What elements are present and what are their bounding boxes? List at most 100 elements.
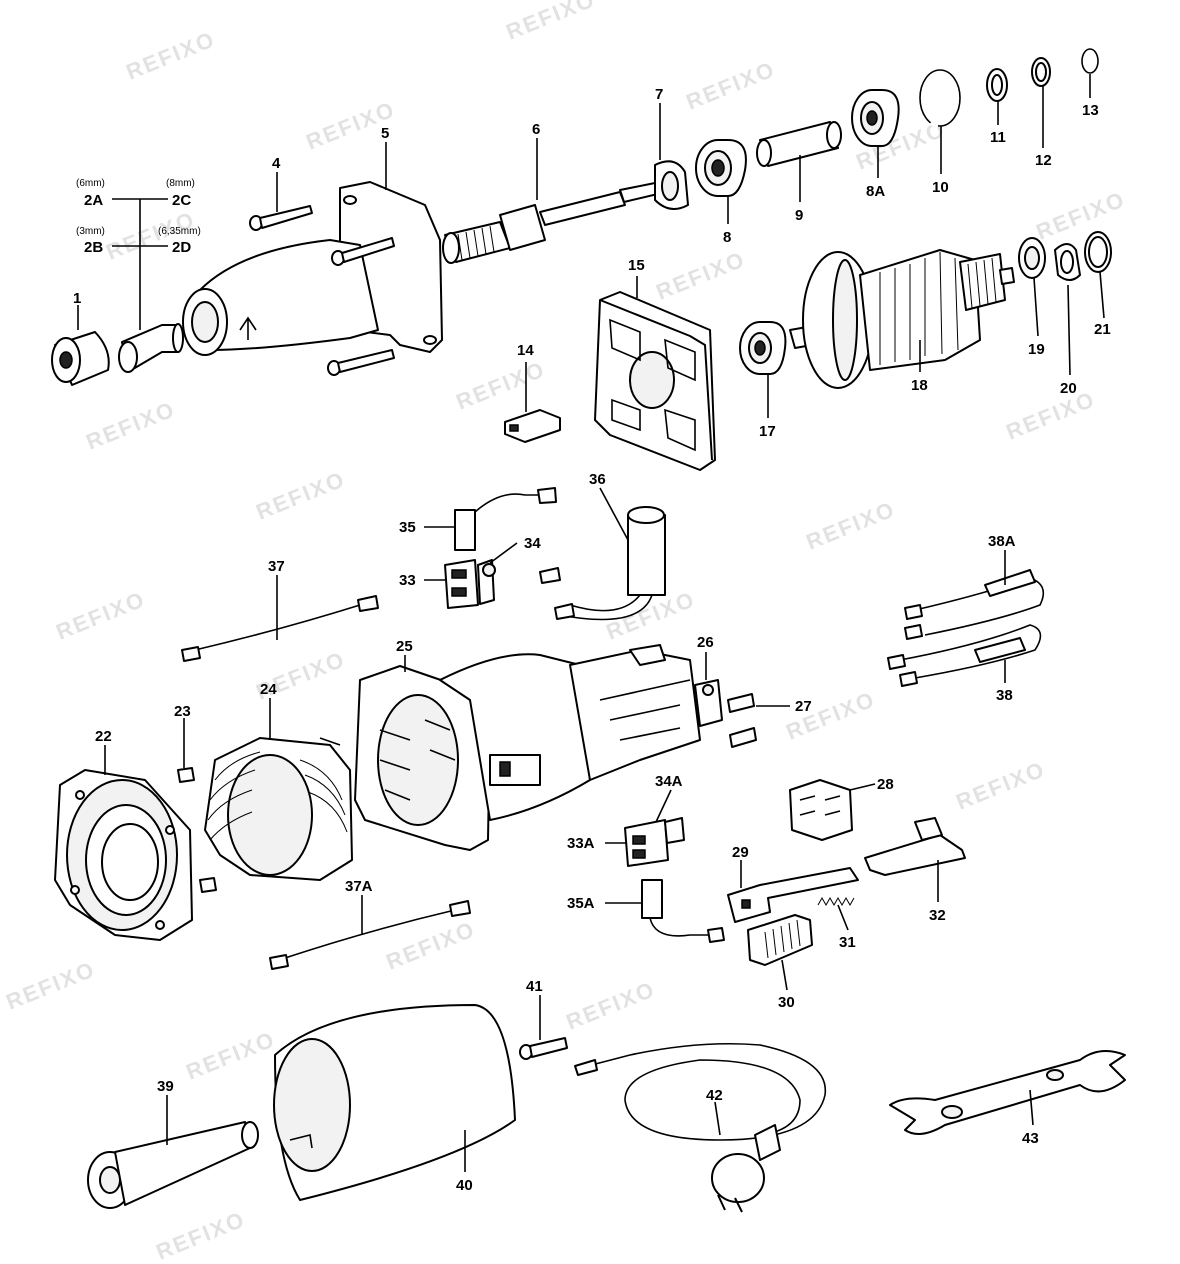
label-35a: 35A xyxy=(567,895,595,912)
part-pins xyxy=(177,767,217,893)
watermark: REFIXO xyxy=(803,496,899,554)
watermark: REFIXO xyxy=(503,0,599,45)
part-washer-20 xyxy=(1054,243,1081,281)
label-11: 11 xyxy=(990,129,1006,146)
part-capacitor xyxy=(539,506,666,621)
part-nose-housing xyxy=(182,181,443,356)
collet-size-legend xyxy=(112,198,168,330)
label-42: 42 xyxy=(706,1087,723,1104)
part-switch xyxy=(789,779,853,841)
watermark: REFIXO xyxy=(653,246,749,304)
label-2b: 2B xyxy=(84,239,103,256)
part-screw-41 xyxy=(519,1037,568,1060)
part-switch-button xyxy=(747,914,813,966)
part-motor-housing xyxy=(354,644,701,851)
part-clamp-26 xyxy=(694,679,723,727)
label-17: 17 xyxy=(759,423,776,440)
watermark: REFIXO xyxy=(683,56,779,114)
part-ring-21 xyxy=(1084,231,1112,273)
label-24: 24 xyxy=(260,681,277,698)
label-31: 31 xyxy=(839,934,856,951)
part-collet-nut xyxy=(51,331,110,386)
label-39: 39 xyxy=(157,1078,174,1095)
watermarks: REFIXO REFIXO REFIXO REFIXO REFIXO REFIX… xyxy=(3,0,1129,1264)
part-ring-11 xyxy=(986,68,1008,102)
part-ring-13 xyxy=(1081,48,1099,74)
label-38: 38 xyxy=(996,687,1013,704)
label-38a: 38A xyxy=(988,533,1016,550)
label-36: 36 xyxy=(589,471,606,488)
part-field-coil xyxy=(204,737,353,881)
label-2a: 2A xyxy=(84,192,103,209)
part-ring-12 xyxy=(1031,57,1051,87)
watermark: REFIXO xyxy=(53,586,149,644)
label-4: 4 xyxy=(272,155,281,172)
label-30: 30 xyxy=(778,994,795,1011)
part-connector xyxy=(504,409,561,443)
watermark: REFIXO xyxy=(1033,186,1129,244)
leader-lines xyxy=(77,74,1105,1172)
label-19: 19 xyxy=(1028,341,1045,358)
label-5: 5 xyxy=(381,125,389,142)
label-8a: 8A xyxy=(866,183,885,200)
label-35: 35 xyxy=(399,519,416,536)
label-43: 43 xyxy=(1022,1130,1039,1147)
part-circlip xyxy=(918,68,962,128)
part-brush-35a xyxy=(641,879,725,943)
part-labels: 1 2A 2B 2C 2D (6mm) (3mm) (8mm) (6,35mm)… xyxy=(73,86,1111,1194)
watermark: REFIXO xyxy=(3,956,99,1014)
label-12: 12 xyxy=(1035,152,1052,169)
part-switch-bar xyxy=(864,817,966,876)
watermark: REFIXO xyxy=(563,976,659,1034)
watermark: REFIXO xyxy=(123,26,219,84)
part-brush-holder-33 xyxy=(444,559,496,609)
label-26: 26 xyxy=(697,634,714,651)
part-sleeve xyxy=(756,121,842,167)
watermark: REFIXO xyxy=(83,396,179,454)
part-power-cable xyxy=(574,1042,827,1213)
part-spring xyxy=(817,896,855,907)
part-bearing-8a xyxy=(851,89,900,147)
watermark: REFIXO xyxy=(953,756,1049,814)
size-2b: (3mm) xyxy=(76,226,105,237)
part-wrench xyxy=(889,1050,1126,1135)
part-fan-baffle xyxy=(594,291,716,471)
label-21: 21 xyxy=(1094,321,1111,338)
part-wire-37 xyxy=(181,595,379,662)
part-bearing-19 xyxy=(1018,237,1046,279)
label-34a: 34A xyxy=(655,773,683,790)
part-wire-38a xyxy=(904,569,1045,640)
part-wire-37a xyxy=(269,900,471,970)
part-screws xyxy=(249,205,395,376)
label-8: 8 xyxy=(723,229,731,246)
size-2c: (8mm) xyxy=(166,178,195,189)
label-13: 13 xyxy=(1082,102,1099,119)
label-10: 10 xyxy=(932,179,949,196)
label-6: 6 xyxy=(532,121,540,138)
part-bearing-17 xyxy=(739,321,787,375)
label-25: 25 xyxy=(396,638,413,655)
watermark: REFIXO xyxy=(1003,386,1099,444)
part-wire-38 xyxy=(887,624,1042,687)
label-32: 32 xyxy=(929,907,946,924)
label-29: 29 xyxy=(732,844,749,861)
label-9: 9 xyxy=(795,207,803,224)
label-2d: 2D xyxy=(172,239,191,256)
label-1: 1 xyxy=(73,290,81,307)
part-handle xyxy=(87,1121,259,1209)
part-brush-35 xyxy=(454,487,557,551)
watermark: REFIXO xyxy=(453,356,549,414)
label-2c: 2C xyxy=(172,192,191,209)
label-15: 15 xyxy=(628,257,645,274)
label-27: 27 xyxy=(795,698,812,715)
label-23: 23 xyxy=(174,703,191,720)
label-7: 7 xyxy=(655,86,663,103)
part-switch-lever xyxy=(727,867,859,923)
label-33: 33 xyxy=(399,572,416,589)
part-end-bracket xyxy=(54,769,193,941)
watermark: REFIXO xyxy=(253,466,349,524)
part-washer-7 xyxy=(654,160,689,210)
label-22: 22 xyxy=(95,728,112,745)
